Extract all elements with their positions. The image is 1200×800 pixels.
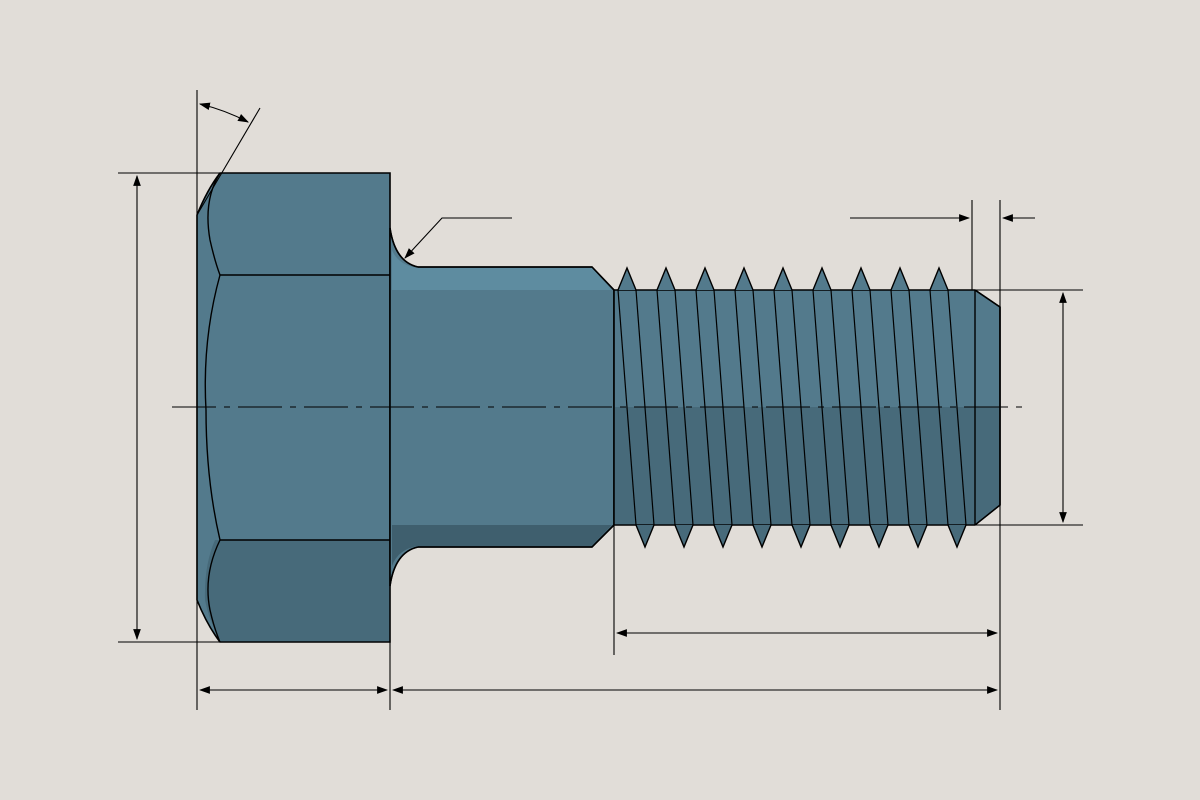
bolt-head-lower-face	[204, 540, 389, 641]
thread-helix-line	[674, 289, 694, 526]
bolt-thread	[613, 266, 1001, 549]
thread-crest-bottom	[869, 524, 889, 549]
thread-crest-top	[851, 266, 871, 291]
dimensions	[118, 90, 1083, 710]
thread-crest-top	[734, 266, 754, 291]
bolt-shank-fillet-bottom	[389, 524, 615, 587]
bolt-shank-shadow	[392, 525, 612, 566]
thread-crest-top	[773, 266, 793, 291]
thread-helix-line	[869, 289, 889, 526]
extension-line-chamfer-angle	[196, 107, 261, 216]
thread-crest-bottom	[752, 524, 772, 549]
dimension-head-chamfer-angle	[198, 102, 249, 123]
thread-crest-bottom	[635, 524, 655, 549]
thread-crest-bottom	[947, 524, 967, 549]
bolt-shank-highlight	[392, 250, 612, 290]
bolt-thread-lower-shade	[615, 407, 975, 524]
thread-crest-top	[929, 266, 949, 291]
bolt-shank-fillet-top	[389, 227, 615, 291]
thread-crest-bottom	[713, 524, 733, 549]
bolt-head-chamfer-middle	[204, 274, 221, 541]
thread-helix-line	[947, 289, 967, 526]
thread-helix-line	[617, 289, 637, 526]
thread-crest-top	[812, 266, 832, 291]
thread-helix-line	[752, 289, 772, 526]
thread-crest-top	[890, 266, 910, 291]
bolt-tip-lower-shade	[975, 407, 999, 524]
thread-crest-bottom	[791, 524, 811, 549]
thread-crest-bottom	[830, 524, 850, 549]
thread-crest-top	[695, 266, 715, 291]
thread-helix-line	[734, 289, 754, 526]
bolt-head-chamfer-bottom	[207, 539, 221, 643]
thread-crest-bottom	[674, 524, 694, 549]
thread-crest-bottom	[908, 524, 928, 549]
leader-fillet-radius	[404, 217, 512, 259]
thread-crest-top	[656, 266, 676, 291]
thread-crest-top	[617, 266, 637, 291]
